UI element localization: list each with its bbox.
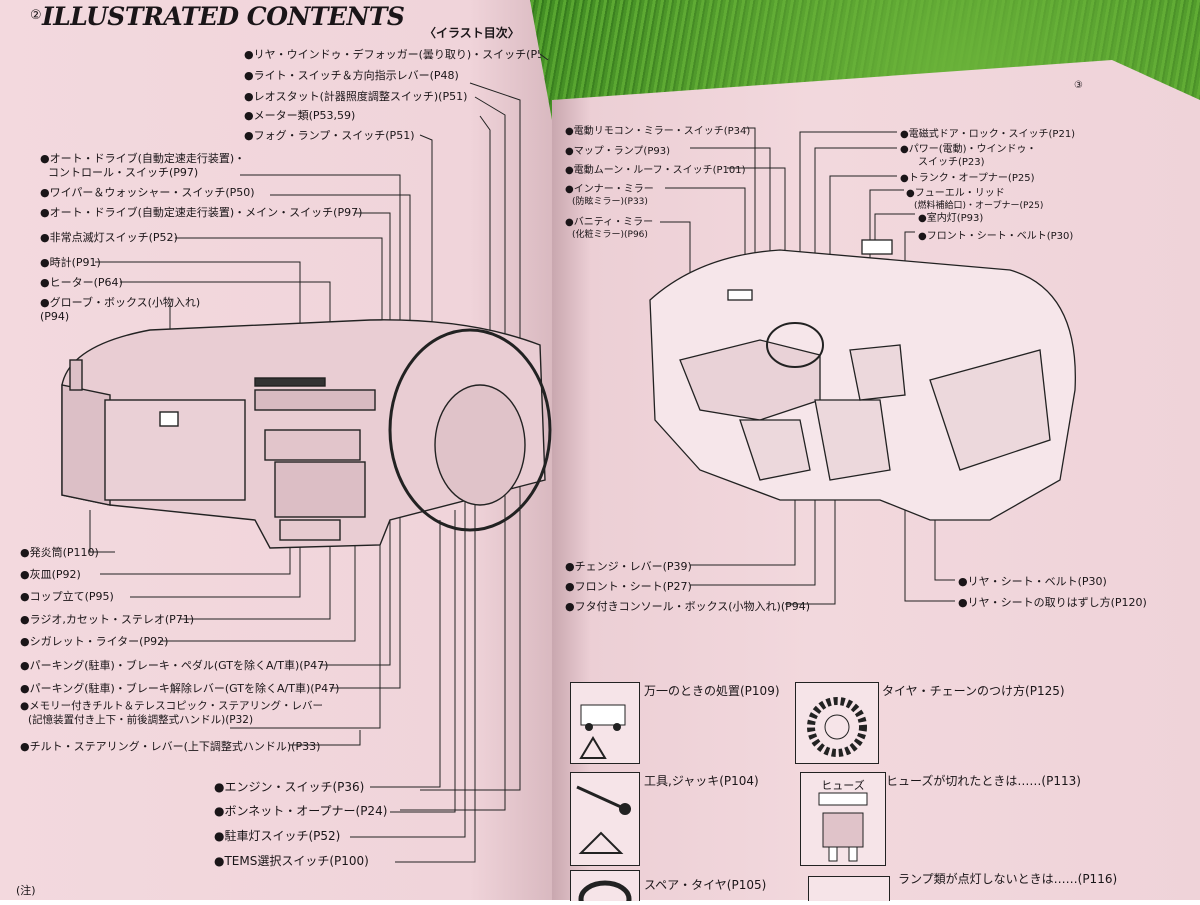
fuse-icon: ヒューズ	[800, 772, 886, 866]
caption-emergency: 万一のときの処置(P109)	[644, 682, 780, 699]
fuse-icon-label: ヒューズ	[801, 777, 885, 793]
caption-lamp: ランプ類が点灯しないときは……(P116)	[898, 870, 1117, 887]
caption-fuse: ヒューズが切れたときは……(P113)	[886, 772, 1081, 789]
tire-chain-icon	[795, 682, 879, 764]
lamp-icon	[808, 876, 890, 901]
caption-spare-tire: スペア・タイヤ(P105)	[644, 876, 766, 893]
caption-tools-jack: 工具,ジャッキ(P104)	[644, 772, 759, 789]
spare-tire-icon	[570, 870, 640, 901]
car-warning-triangle-icon	[570, 682, 640, 764]
tools-jack-icon	[570, 772, 640, 866]
caption-tire-chain: タイヤ・チェーンのつけ方(P125)	[882, 682, 1065, 699]
